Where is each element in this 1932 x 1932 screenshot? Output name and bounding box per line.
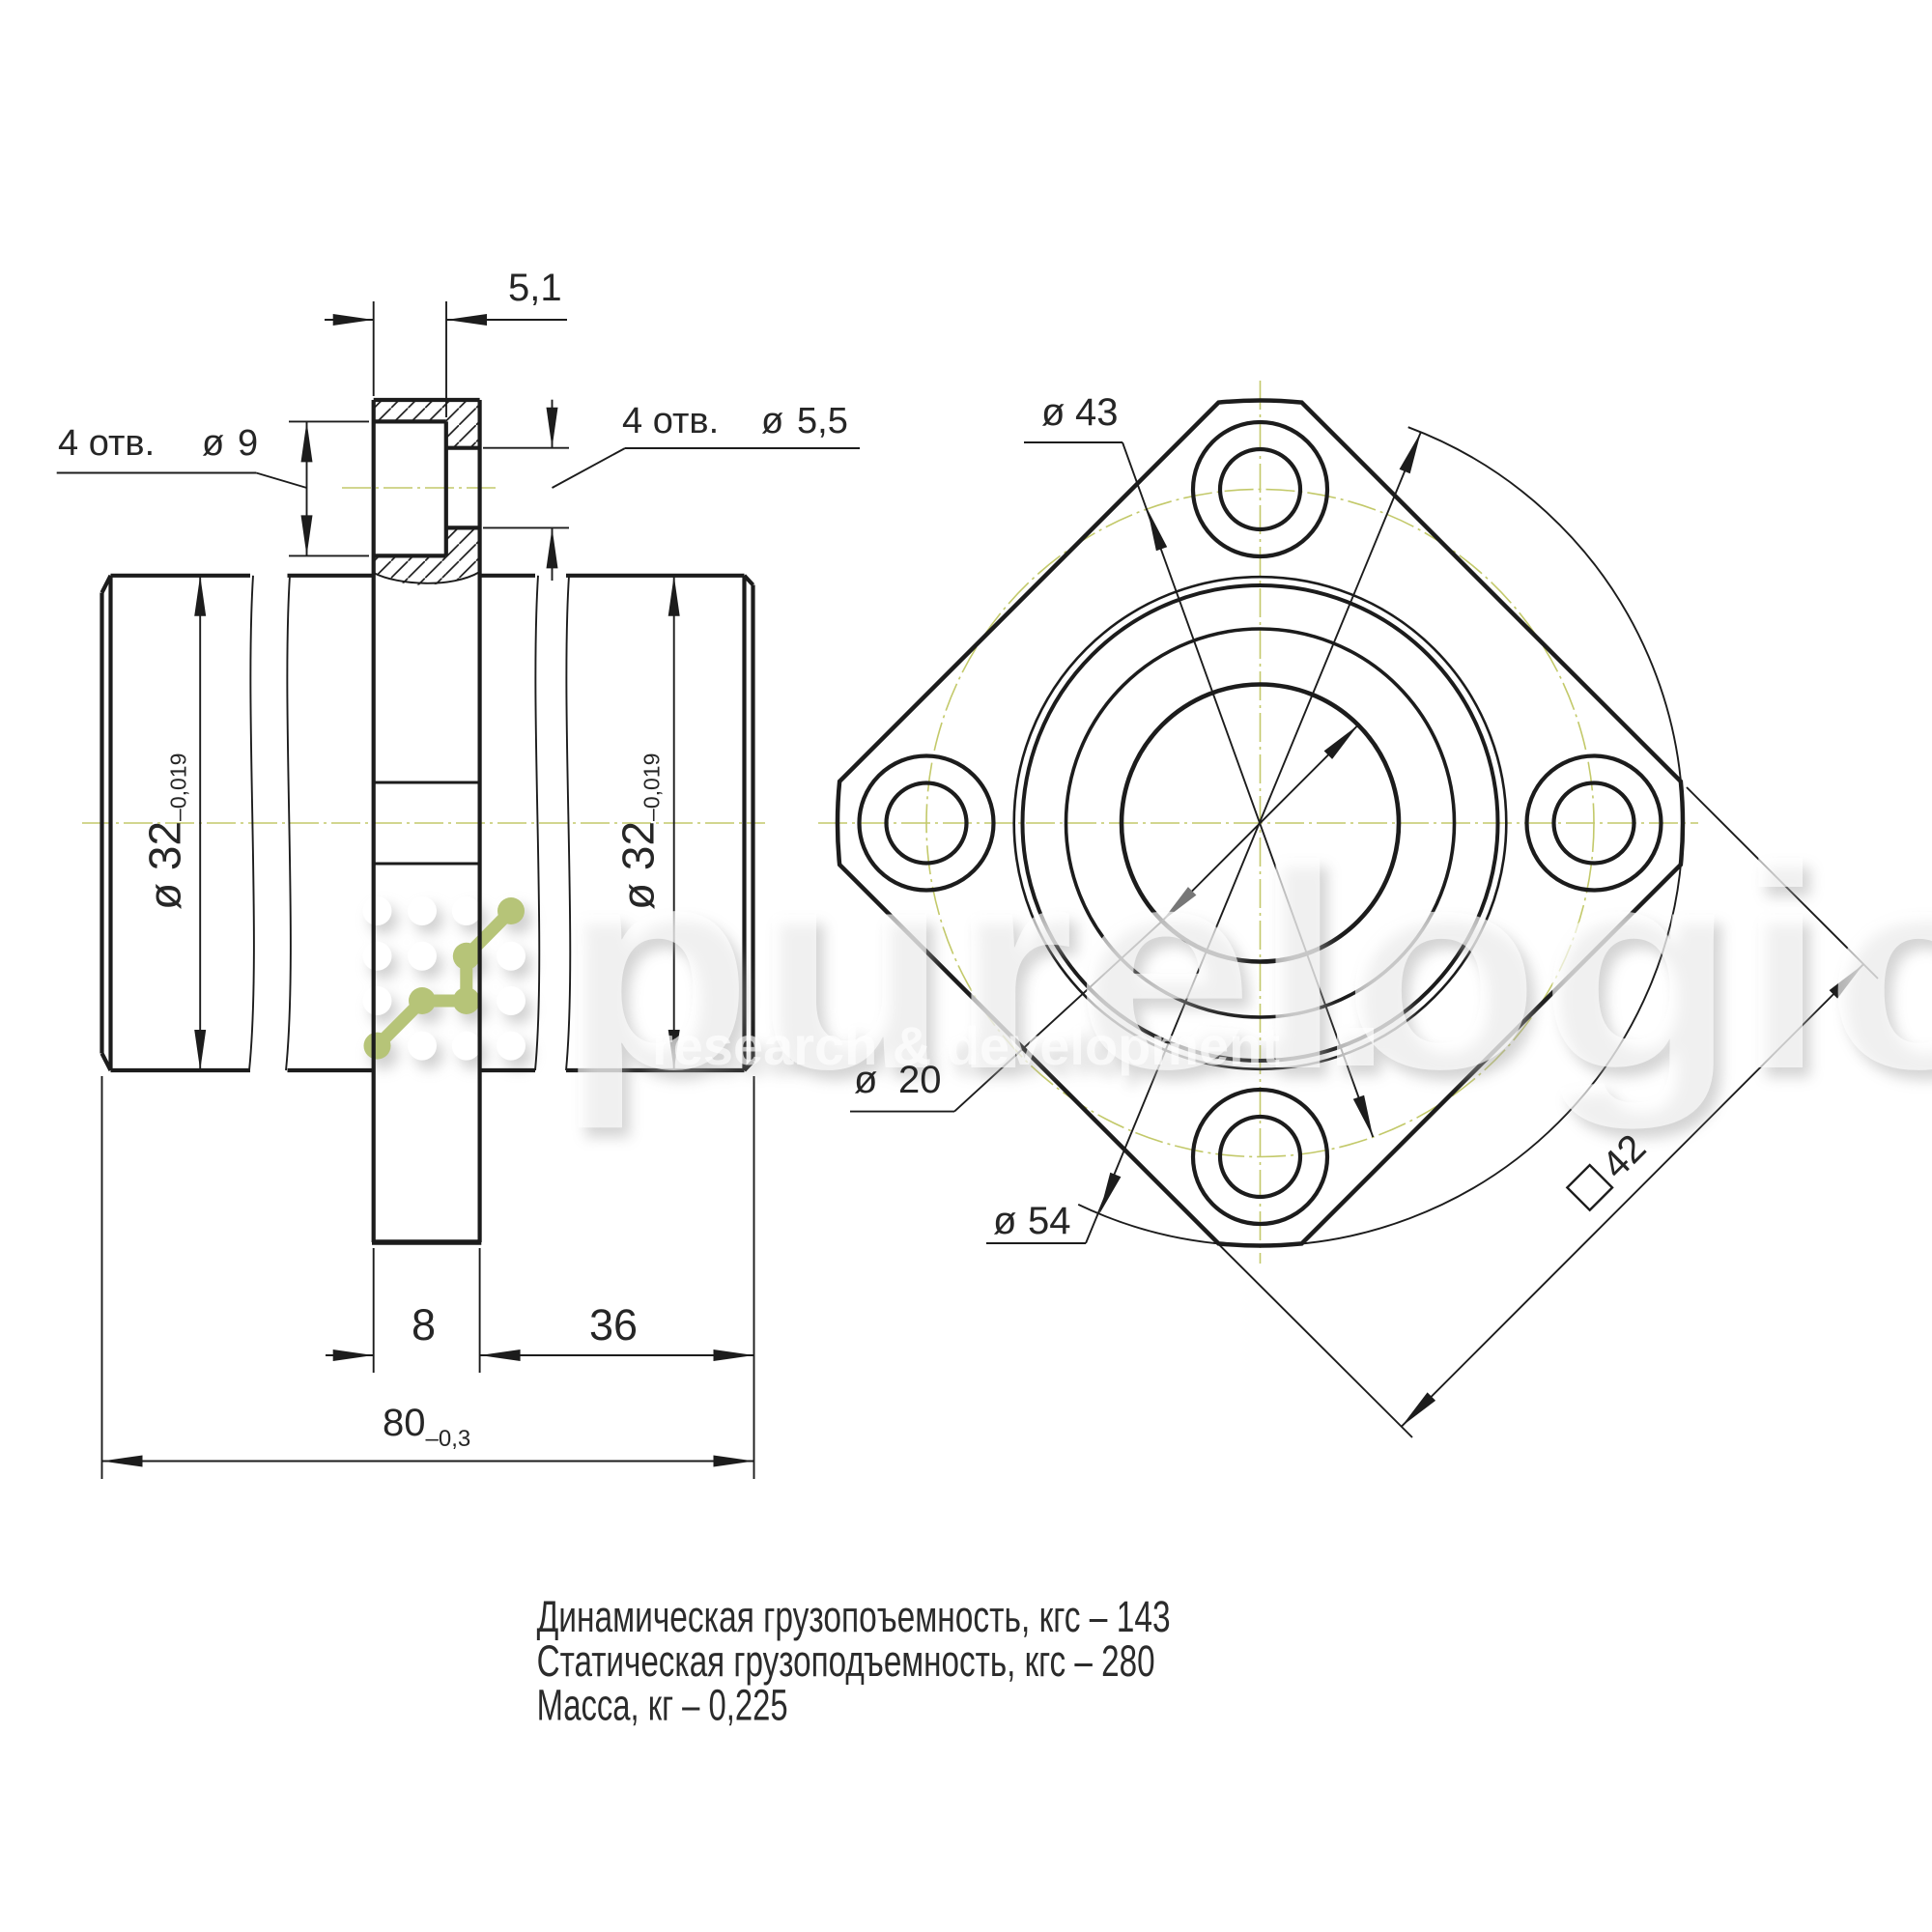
- svg-text:8: 8: [412, 1300, 436, 1350]
- svg-text:20: 20: [898, 1059, 942, 1101]
- svg-text:research & development: research & development: [652, 1015, 1280, 1076]
- svg-text:Масса, кг – 0,225: Масса, кг – 0,225: [537, 1681, 788, 1730]
- svg-text:4 отв.: 4 отв.: [622, 401, 719, 441]
- svg-text:36: 36: [589, 1300, 638, 1350]
- svg-text:5,1: 5,1: [508, 267, 562, 309]
- svg-text:ø 32–0,019: ø 32–0,019: [140, 753, 191, 910]
- svg-text:5,5: 5,5: [797, 401, 848, 441]
- svg-text:purelogic: purelogic: [563, 814, 1932, 1141]
- svg-text:43: 43: [1075, 391, 1119, 434]
- svg-text:ø: ø: [854, 1059, 877, 1101]
- svg-text:9: 9: [238, 423, 258, 464]
- svg-text:Динамическая грузопоъемность,: Динамическая грузопоъемность, кгс – 143: [537, 1592, 1171, 1641]
- svg-text:ø: ø: [761, 401, 783, 441]
- svg-text:4 отв.: 4 отв.: [58, 423, 155, 464]
- svg-text:Статическая грузоподъемность,: Статическая грузоподъемность, кгс – 280: [537, 1636, 1155, 1686]
- svg-text:purelogic: purelogic: [555, 805, 1932, 1131]
- svg-text:research & development: research & development: [660, 1025, 1288, 1086]
- svg-text:ø: ø: [1041, 391, 1065, 434]
- svg-text:ø: ø: [202, 423, 224, 464]
- svg-text:80–0,3: 80–0,3: [383, 1402, 470, 1452]
- svg-text:ø: ø: [993, 1200, 1016, 1242]
- svg-text:ø 32–0,019: ø 32–0,019: [613, 753, 665, 910]
- svg-text:54: 54: [1028, 1200, 1071, 1242]
